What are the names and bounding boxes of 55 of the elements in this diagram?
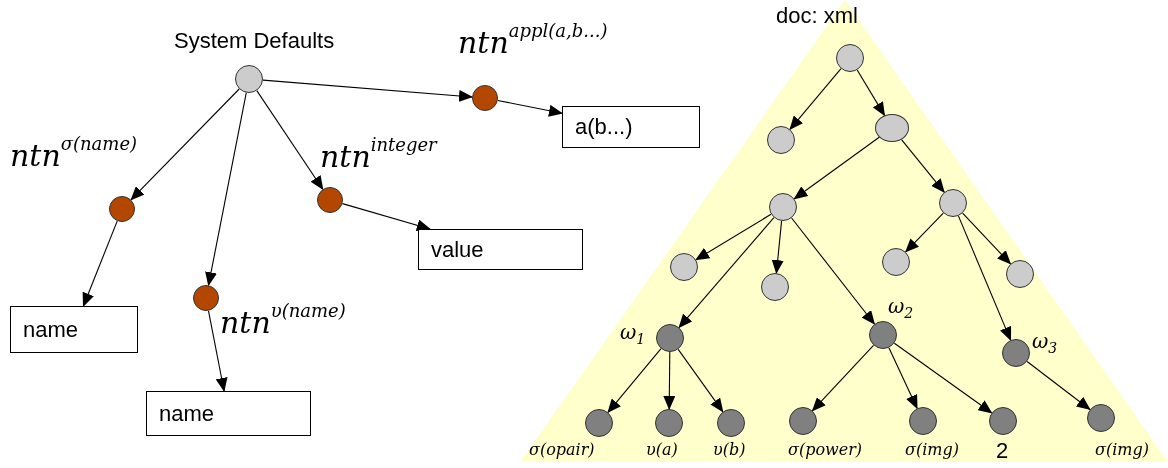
- arrow: [130, 88, 240, 201]
- arrow: [893, 342, 993, 414]
- tree-node-circle: [109, 196, 135, 222]
- box-label: name: [159, 400, 215, 427]
- math-label: ntn$^{σ(name)}$: [10, 135, 138, 172]
- leaf-label: σ(img): [1095, 442, 1149, 458]
- arrow: [789, 68, 842, 131]
- arrow: [262, 79, 473, 102]
- arrow: [256, 90, 324, 191]
- arrow: [900, 139, 945, 193]
- arrow: [678, 217, 775, 329]
- arrow: [341, 203, 431, 232]
- leaf-label: σ(power): [788, 442, 863, 458]
- tree-node-circle: [193, 285, 219, 311]
- arrow: [497, 99, 563, 117]
- math-label: ω$_{1}$: [620, 322, 646, 346]
- leaf-label: σ(img): [905, 442, 959, 458]
- text-box: [562, 106, 700, 148]
- arrow: [677, 348, 724, 413]
- arrow: [82, 220, 118, 307]
- math-label: ω$_{2}$: [888, 296, 914, 320]
- arrow: [856, 69, 886, 117]
- math-label: ntn$^{appl(a,b...)}$: [458, 22, 608, 59]
- text-box: [146, 391, 311, 436]
- math-label: ntn$^{υ(name)}$: [220, 302, 346, 339]
- arrow: [207, 310, 228, 392]
- arrow: [791, 217, 875, 325]
- node-caption: System Defaults: [174, 30, 335, 52]
- arrow: [1026, 360, 1091, 411]
- leaf-label: υ(a): [646, 442, 678, 458]
- arrow: [695, 213, 772, 261]
- tree-node-circle: [235, 65, 263, 93]
- box-label: a(b...): [575, 114, 633, 140]
- arrow: [811, 344, 875, 412]
- arrow: [607, 348, 662, 414]
- triangle-title: doc: xml: [776, 5, 858, 27]
- leaf-label: 2: [996, 440, 1009, 462]
- arrow: [771, 220, 784, 275]
- text-box: [10, 306, 138, 353]
- leaf-label: σ(opair): [529, 442, 595, 458]
- math-label: ω$_{3}$: [1032, 331, 1058, 355]
- arrow: [793, 136, 880, 200]
- tree-node-circle: [472, 85, 498, 111]
- arrow: [888, 347, 918, 410]
- box-label: value: [431, 236, 484, 263]
- math-label: ntn$^{integer}$: [320, 136, 437, 173]
- leaf-label: υ(b): [713, 442, 746, 458]
- text-box: [418, 229, 583, 270]
- arrow: [663, 351, 676, 410]
- arrow: [962, 212, 1012, 265]
- arrow: [957, 215, 1012, 341]
- arrow: [905, 212, 944, 253]
- arrow: [205, 92, 247, 287]
- tree-node-circle: [317, 187, 343, 213]
- box-label: name: [23, 316, 79, 343]
